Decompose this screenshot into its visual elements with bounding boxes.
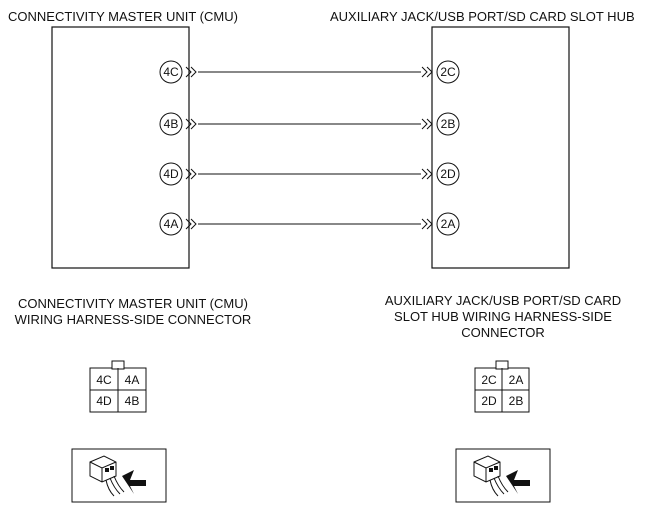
left-unit-title: CONNECTIVITY MASTER UNIT (CMU) <box>8 9 238 24</box>
pin-circle <box>159 162 183 186</box>
connector-chevron <box>185 168 192 180</box>
pin-label: 4D <box>163 167 179 181</box>
pin-label: 4C <box>163 65 179 79</box>
connector-view-icon <box>71 448 167 503</box>
connector-cell: 2C <box>481 373 497 387</box>
connector-cell: 4D <box>96 394 112 408</box>
right-connector-title-line1: AUXILIARY JACK/USB PORT/SD CARD <box>384 293 622 308</box>
connector-cell: 4B <box>124 394 140 408</box>
pin-label: 4B <box>164 117 179 131</box>
right-connector-title-line3: CONNECTOR <box>461 325 545 340</box>
connector-chevron <box>421 66 428 78</box>
connector-chevron <box>190 218 197 230</box>
connector-chevron <box>185 118 192 130</box>
pin-circle <box>159 112 183 136</box>
connector-chevron <box>185 66 192 78</box>
connector-chevron <box>426 218 433 230</box>
connector-chevron <box>190 118 197 130</box>
connector-chevron <box>421 218 428 230</box>
connector-cell: 2D <box>481 394 497 408</box>
left-connector-title-line1: CONNECTIVITY MASTER UNIT (CMU) <box>18 296 248 311</box>
right-connector-housing <box>474 360 530 413</box>
connector-chevron <box>190 66 197 78</box>
connector-chevron <box>421 168 428 180</box>
connector-cell: 2A <box>508 373 524 387</box>
connector-cell: 4C <box>96 373 112 387</box>
right-connector-title: AUXILIARY JACK/USB PORT/SD CARD SLOT HUB… <box>360 293 646 341</box>
connector-cell: 4A <box>124 373 140 387</box>
pin-label: 2D <box>440 167 456 181</box>
right-unit-box <box>431 26 570 269</box>
connector-cell: 2B <box>508 394 524 408</box>
pin-circle <box>436 162 460 186</box>
pin-circle <box>159 60 183 84</box>
connector-chevron <box>421 118 428 130</box>
connector-view-icon <box>455 448 551 503</box>
pin-circle <box>436 212 460 236</box>
pin-label: 2B <box>441 117 456 131</box>
pin-circle <box>159 212 183 236</box>
right-unit-title: AUXILIARY JACK/USB PORT/SD CARD SLOT HUB <box>330 9 635 24</box>
right-connector-title-line2: SLOT HUB WIRING HARNESS-SIDE <box>394 309 612 324</box>
connector-chevron <box>426 118 433 130</box>
left-connector-title-line2: WIRING HARNESS-SIDE CONNECTOR <box>14 312 252 327</box>
left-unit-box <box>51 26 190 269</box>
connector-chevron <box>426 168 433 180</box>
left-connector-housing <box>89 360 147 413</box>
pin-label: 2C <box>440 65 456 79</box>
pin-label: 4A <box>164 217 179 231</box>
left-connector-title: CONNECTIVITY MASTER UNIT (CMU) WIRING HA… <box>0 296 266 328</box>
connector-chevron <box>190 168 197 180</box>
connector-chevron <box>426 66 433 78</box>
pin-circle <box>436 112 460 136</box>
pin-circle <box>436 60 460 84</box>
pin-label: 2A <box>441 217 456 231</box>
connector-chevron <box>185 218 192 230</box>
